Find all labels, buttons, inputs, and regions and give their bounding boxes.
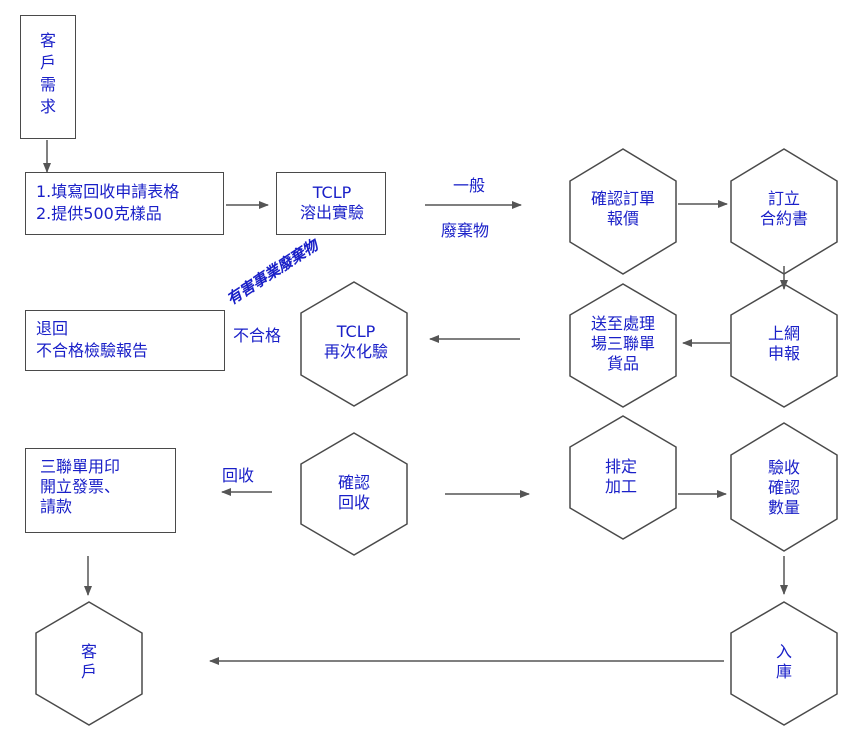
box-customer-need-text: 客 戶 需 求 <box>39 31 56 116</box>
edge-label-general-top: 一般 <box>453 176 486 195</box>
label-confirm-quote: 確認訂單 報價 <box>590 189 656 228</box>
label-send-to-plant: 送至處理 場三聯單 貨品 <box>590 314 656 373</box>
label-confirm-recycle: 確認 回收 <box>337 473 371 512</box>
box-stamp-invoice: 三聯單用印 開立發票、 請款 <box>25 448 176 533</box>
label-customer: 客 戶 <box>80 642 98 681</box>
box-fill-form: 1.填寫回收申請表格 2.提供500克樣品 <box>25 172 224 235</box>
label-warehouse: 入 庫 <box>775 642 793 681</box>
label-sign-contract: 訂立 合約書 <box>759 189 809 228</box>
hex-send-to-plant <box>569 283 677 408</box>
label-schedule-process: 排定 加工 <box>604 457 638 496</box>
hex-confirm-recycle <box>300 432 408 556</box>
label-tclp-retest: TCLP 再次化驗 <box>323 322 389 361</box>
edge-label-recycle: 回收 <box>222 466 255 485</box>
box-return-report-line1: 退回 <box>36 319 69 338</box>
edge-label-fail: 不合格 <box>233 326 282 345</box>
hex-customer <box>35 601 143 726</box>
box-tclp-test: TCLP 溶出實驗 <box>276 172 386 235</box>
edge-label-general-bottom: 廢棄物 <box>441 221 490 240</box>
hex-tclp-retest <box>300 281 408 407</box>
hex-inspect-quantity <box>730 422 838 552</box>
label-online-report: 上網 申報 <box>767 324 801 363</box>
box-fill-form-line2: 2.提供500克樣品 <box>36 204 162 223</box>
box-customer-need: 客 戶 需 求 <box>20 15 76 139</box>
hex-warehouse <box>730 601 838 726</box>
box-tclp-test-text: TCLP 溶出實驗 <box>299 183 364 222</box>
hex-online-report <box>730 283 838 408</box>
box-fill-form-line1: 1.填寫回收申請表格 <box>36 182 180 201</box>
hex-confirm-quote <box>569 148 677 275</box>
hex-schedule-process <box>569 415 677 540</box>
box-return-report-line2: 不合格檢驗報告 <box>36 341 149 360</box>
box-stamp-invoice-text: 三聯單用印 開立發票、 請款 <box>40 457 121 516</box>
label-inspect-quantity: 驗收 確認 數量 <box>767 458 801 517</box>
box-return-report: 退回 不合格檢驗報告 <box>25 310 225 371</box>
